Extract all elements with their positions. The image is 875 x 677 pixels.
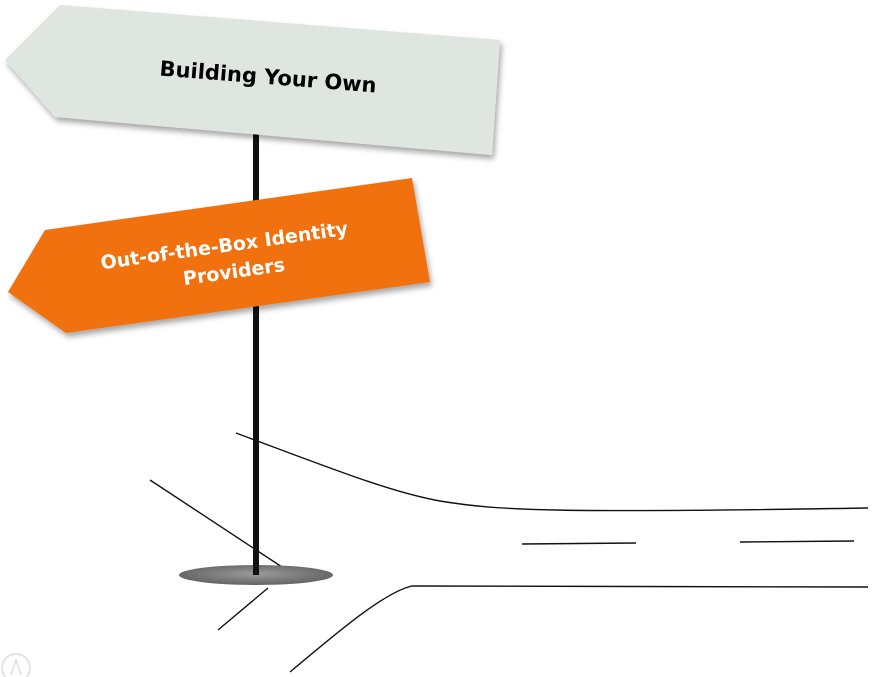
road-center-dash-2 [739,540,855,543]
road-upper-edge [235,432,869,512]
road-center-dash-1 [521,542,637,545]
sign-top-board [5,5,500,155]
road [149,432,869,673]
road-lower-edge [289,585,869,673]
sign-out-of-the-box: Out-of-the-Box Identity Providers [8,178,430,333]
road-left-diagonal-lower [217,587,269,631]
road-left-diagonal-upper [149,479,283,568]
circle-logo-icon [1,653,31,677]
sign-building-your-own: Building Your Own [5,5,500,155]
signpost-pole [253,120,259,575]
sign-bottom-board [8,178,430,333]
